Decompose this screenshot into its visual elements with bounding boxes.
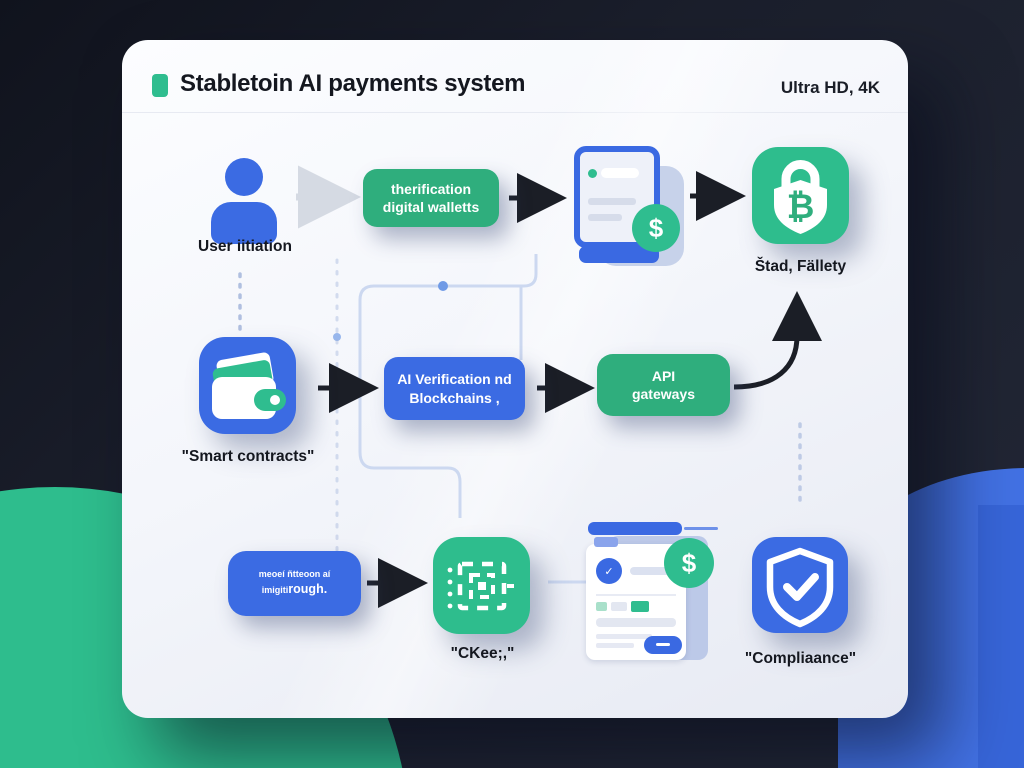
wire-node-dot [438, 281, 448, 291]
phone-text-line [588, 214, 622, 221]
ai-box-line2: Blockchains , [409, 389, 500, 406]
process-box: meoeí ñtteoon aí imigitirough. [228, 551, 361, 616]
ai-box-line1: AI Verification nd [397, 371, 512, 388]
user-body-icon [211, 202, 277, 244]
verification-box-line1: therification [390, 180, 472, 197]
ai-verification-box: AI Verification nd Blockchains , [384, 357, 525, 420]
resolution-badge: Ultra HD, 4K [780, 78, 880, 97]
wallet-app-icon [199, 337, 296, 434]
header-divider [122, 112, 908, 113]
compliance-shield-check-icon [766, 547, 834, 628]
api-gateways-box: API gateways [597, 354, 730, 416]
chip-label: "CKee;," [450, 645, 515, 662]
wallet-icon [199, 337, 296, 434]
wire-node-dot-2 [333, 333, 341, 341]
security-label: Štad, Fällety [754, 258, 847, 275]
invoice-document-icon: ✓ $ [586, 518, 718, 660]
user-head-icon [225, 158, 263, 196]
phone-status-dot-icon [588, 169, 597, 178]
bitcoin-symbol: ₿ [787, 188, 815, 226]
api-box-line2: gateways [631, 386, 696, 402]
process-box-line1: meoeí ñtteoon aí [258, 569, 331, 580]
invoice-button [644, 636, 682, 654]
dollar-badge-icon: $ [632, 204, 680, 252]
compliance-label: "Compliaance" [744, 650, 857, 667]
security-shield-app-icon: ₿ [752, 147, 849, 244]
user-initiation-label: User iitiation [198, 238, 292, 255]
invoice-text-line [596, 643, 634, 648]
invoice-dollar-badge-icon: $ [664, 538, 714, 588]
invoice-chip-gray [611, 602, 627, 611]
verification-box: therification digital walletts [363, 169, 499, 227]
background-blue-blob-shade [978, 505, 1024, 768]
smart-contracts-label: "Smart contracts" [181, 448, 315, 465]
invoice-chip-green [631, 601, 649, 612]
invoice-divider [596, 594, 676, 596]
invoice-avatar-icon: ✓ [596, 558, 622, 584]
invoice-title-bar [630, 567, 672, 575]
chip-app-icon [433, 537, 530, 634]
invoice-chip-light [596, 602, 607, 611]
wallet-clasp [254, 389, 286, 411]
invoice-long-bar [596, 618, 676, 627]
digital-wallet-phone-icon: $ [574, 146, 684, 272]
circuit-chip-icon [447, 561, 514, 611]
invoice-text-line [596, 634, 652, 639]
page-title: Stabletoin AI payments system [180, 70, 526, 97]
phone-text-line [588, 198, 636, 205]
user-icon [208, 158, 280, 244]
invoice-top-line [684, 527, 718, 530]
phone-dock-base [579, 246, 659, 263]
phone-header-bar [601, 168, 639, 178]
verification-box-line2: digital walletts [382, 199, 480, 215]
process-box-line2: imigitirough. [261, 582, 328, 597]
phone-screen [574, 146, 660, 248]
bitcoin-shield-lock-icon: ₿ [774, 160, 827, 234]
invoice-tab [594, 537, 618, 547]
compliance-app-icon [752, 537, 848, 633]
arrow-api-to-security [733, 291, 822, 390]
invoice-top-bar [588, 522, 682, 535]
title-bullet-icon [152, 74, 168, 97]
api-box-line1: API [651, 367, 676, 384]
